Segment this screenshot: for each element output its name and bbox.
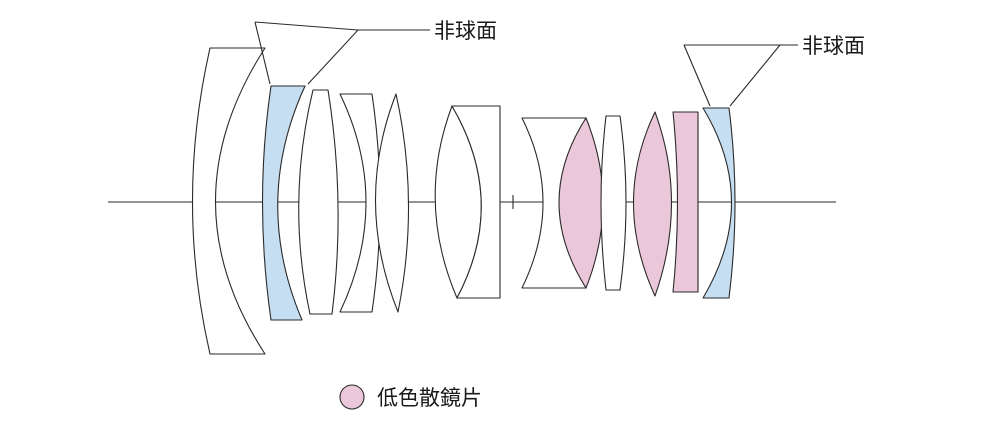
legend: 低色散鏡片 — [339, 384, 482, 410]
aspherical-label-1: 非球面 — [434, 19, 497, 43]
lens-element-10 — [600, 115, 627, 291]
lens-element-7 — [451, 105, 501, 299]
lens-element-13-aspherical — [702, 107, 736, 299]
lens-element-1 — [191, 47, 266, 355]
lens-element-12-low-dispersion — [672, 111, 699, 293]
lens-element-11-low-dispersion — [633, 111, 673, 297]
legend-low-dispersion-swatch — [339, 384, 365, 410]
lens-element-5 — [374, 93, 410, 313]
lens-element-3 — [298, 89, 339, 315]
aspherical-leader-2 — [683, 44, 798, 107]
lens-element-2-aspherical — [261, 85, 306, 321]
lens-element-4 — [339, 93, 381, 313]
lens-element-9-low-dispersion — [558, 117, 604, 289]
aspherical-label-2: 非球面 — [802, 34, 865, 58]
legend-low-dispersion-label: 低色散鏡片 — [377, 386, 482, 410]
aspherical-leader-1 — [254, 21, 430, 85]
